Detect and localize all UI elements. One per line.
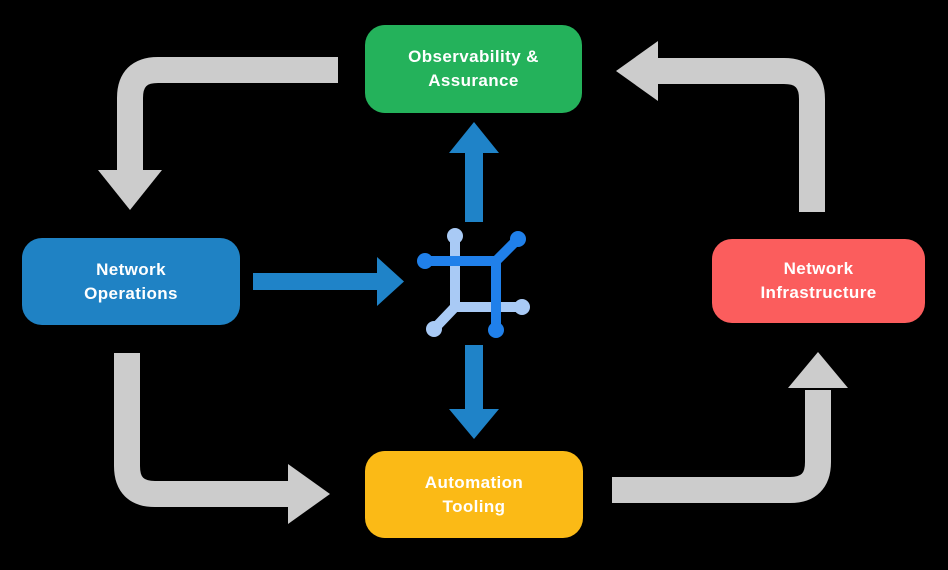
node-network-infrastructure: Network Infrastructure	[712, 239, 925, 323]
arrow-automation-to-infrastructure	[612, 352, 848, 503]
arrow-operations-to-center	[253, 257, 404, 306]
icon-light-branch	[426, 228, 530, 337]
arrow-center-to-observability	[449, 122, 499, 222]
arrow-observability-to-operations	[98, 57, 338, 210]
arrowhead-right-icon	[377, 257, 404, 306]
node-observability-assurance: Observability & Assurance	[365, 25, 582, 113]
node-automation-label: Automation Tooling	[424, 472, 524, 516]
network-automation-icon	[417, 228, 530, 338]
node-infrastructure-label: Network Infrastructure	[760, 259, 877, 302]
arrowhead-left-icon	[616, 41, 658, 101]
arrow-operations-to-automation	[114, 353, 330, 524]
arrowhead-down-icon	[98, 170, 162, 210]
node-observability-label: Observability & Assurance	[408, 47, 539, 90]
icon-dark-branch	[417, 231, 526, 338]
arrowhead-right-icon	[288, 464, 330, 524]
arrow-infrastructure-to-observability	[616, 41, 825, 212]
arrowhead-up-icon	[449, 122, 499, 153]
arrow-center-to-automation	[449, 345, 499, 439]
arrowhead-down-icon	[449, 409, 499, 439]
node-network-operations: Network Operations	[22, 238, 240, 325]
node-operations-label: Network Operations	[84, 259, 178, 303]
arrowhead-up-icon	[788, 352, 848, 388]
node-automation-tooling: Automation Tooling	[365, 451, 583, 538]
